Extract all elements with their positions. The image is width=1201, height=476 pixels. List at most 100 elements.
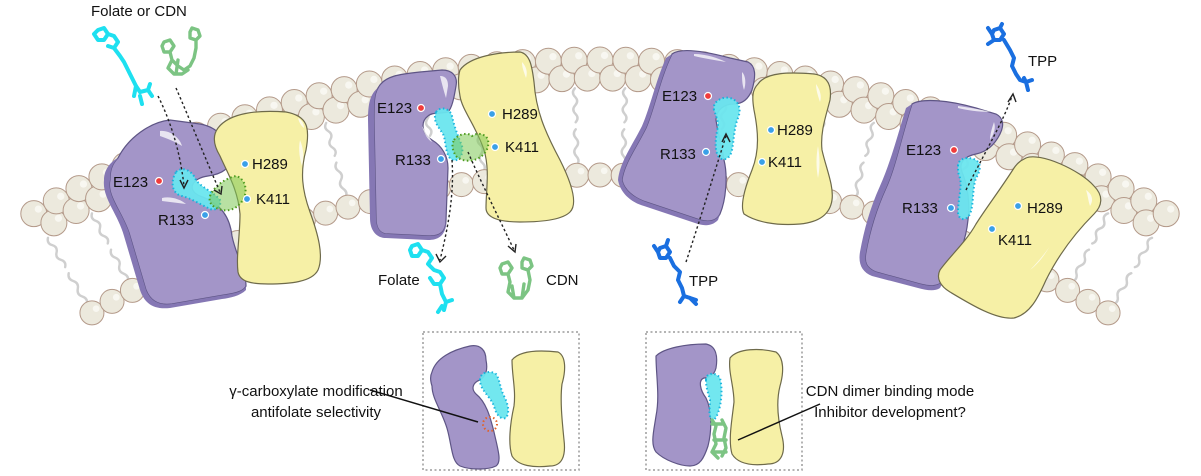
folate-molecule-top bbox=[92, 26, 154, 106]
lipid-head-outer-highlight bbox=[1028, 136, 1036, 144]
residue-label-h289-state-4: H289 bbox=[1027, 200, 1063, 217]
lipid-tail bbox=[67, 271, 89, 306]
domain-b-state-4 bbox=[937, 156, 1102, 319]
gamma-carboxylate-site bbox=[482, 416, 498, 432]
lipid-head-outer-highlight bbox=[320, 87, 328, 95]
cdn-molecule-released bbox=[498, 256, 534, 300]
ligand-label-folate-or-cdn: Folate or CDN bbox=[91, 3, 187, 20]
lipid-head-inner-highlight bbox=[112, 293, 120, 301]
residue-label-e123-state-2: E123 bbox=[377, 100, 412, 117]
inset-frame-antifolate bbox=[422, 331, 580, 471]
inset-note-line-1: γ-carboxylate modification bbox=[229, 383, 402, 400]
residue-label-h289-state-2: H289 bbox=[502, 106, 538, 123]
tpp-molecule-bottom bbox=[652, 238, 698, 306]
ligand-label-folate: Folate bbox=[378, 272, 420, 289]
lipid-head-outer-highlight bbox=[1052, 146, 1060, 155]
transporter-state-4: E123 R133 H289 K411 bbox=[859, 99, 1102, 319]
domain-b-state-3 bbox=[741, 72, 833, 226]
domain-a-state-3 bbox=[618, 49, 756, 226]
lipid-head-outer-highlight bbox=[1144, 192, 1152, 200]
lipid-head-outer-highlight bbox=[1004, 127, 1012, 135]
inset-frame-cdn-dimer bbox=[645, 331, 803, 471]
lipid-tail bbox=[572, 128, 580, 167]
cdn-dimer-molecule bbox=[710, 418, 728, 460]
residue-marker-r133-state-1 bbox=[200, 210, 210, 220]
lipid-tail bbox=[864, 121, 876, 158]
residue-label-k411-state-3: K411 bbox=[768, 154, 802, 171]
lipid-head-outer-highlight bbox=[370, 75, 378, 84]
inset-note-line-1: CDN dimer binding mode bbox=[806, 383, 974, 400]
arrowhead-tpp-exit bbox=[1007, 92, 1017, 103]
lipid-head-outer-highlight bbox=[1124, 202, 1133, 210]
ligand-label-tpp-top: TPP bbox=[1028, 53, 1057, 70]
inset-cdn-dimer: CDN dimer binding mode Inhibitor develop… bbox=[645, 331, 974, 471]
residue-marker-k411-state-3 bbox=[757, 157, 767, 167]
lipid-tail bbox=[1071, 248, 1091, 283]
lipid-head-outer bbox=[1152, 200, 1180, 228]
residue-label-r133-state-1: R133 bbox=[158, 212, 194, 229]
residue-marker-h289-state-1 bbox=[240, 159, 250, 169]
residue-label-r133-state-3: R133 bbox=[660, 146, 696, 163]
lipid-head-outer-highlight bbox=[881, 87, 890, 95]
lipid-head-inner-highlight bbox=[326, 205, 334, 213]
lipid-head-inner-highlight bbox=[133, 282, 140, 290]
lipid-tail bbox=[46, 236, 67, 269]
folate-pocket-inset-2 bbox=[704, 372, 723, 422]
lipid-head-outer-highlight bbox=[1121, 180, 1130, 188]
lipid-head-outer-highlight bbox=[780, 66, 789, 74]
arrow-tpp-exit bbox=[965, 95, 1013, 191]
lipid-head-outer-highlight bbox=[856, 81, 864, 89]
arrow-folate-release bbox=[439, 159, 454, 261]
lipid-head-outer-highlight bbox=[906, 94, 914, 102]
lipid-head-outer-highlight bbox=[312, 108, 320, 116]
lipid-head-outer-highlight bbox=[336, 101, 345, 110]
folate-pocket-inset-1 bbox=[478, 371, 510, 420]
lipid-tail bbox=[1133, 236, 1154, 269]
residue-marker-h289-state-2 bbox=[487, 109, 497, 119]
lipid-tail bbox=[90, 212, 110, 245]
inset-antifolate: γ-carboxylate modification antifolate se… bbox=[229, 331, 580, 471]
residue-marker-k411-state-1 bbox=[242, 194, 252, 204]
lipid-head-inner bbox=[1095, 300, 1121, 326]
arrowhead-cdn-entry bbox=[213, 185, 223, 196]
lipid-head-inner bbox=[335, 194, 361, 220]
residue-label-k411-state-1: K411 bbox=[256, 191, 290, 208]
residue-marker-h289-state-3 bbox=[766, 125, 776, 135]
lipid-tail bbox=[621, 87, 629, 124]
residue-label-k411-state-2: K411 bbox=[505, 139, 539, 156]
residue-marker-r133-state-3 bbox=[701, 147, 711, 157]
lipid-head-outer-highlight bbox=[626, 52, 634, 60]
flow-arrows bbox=[157, 87, 1017, 264]
residue-label-r133-state-4: R133 bbox=[902, 200, 938, 217]
residue-marker-r133-state-2 bbox=[436, 154, 446, 164]
lipid-head-inner-highlight bbox=[577, 167, 585, 175]
residue-label-r133-state-2: R133 bbox=[395, 152, 431, 169]
lipid-head-inner-highlight bbox=[600, 167, 608, 175]
residue-label-k411-state-4: K411 bbox=[998, 232, 1032, 249]
lipid-head-outer-highlight bbox=[295, 94, 303, 102]
transporter-state-3: E123 R133 H289 K411 bbox=[618, 49, 833, 226]
lipid-head-outer-highlight bbox=[361, 96, 369, 104]
ligand-label-cdn: CDN bbox=[546, 272, 579, 289]
cdn-pocket-state-2 bbox=[451, 132, 490, 162]
residue-label-e123-state-1: E123 bbox=[113, 174, 148, 191]
residue-marker-e123-state-1 bbox=[154, 176, 164, 186]
folate-pocket-state-3 bbox=[712, 96, 741, 161]
transporter-state-2: E123 R133 H289 K411 bbox=[368, 51, 575, 240]
lipid-tail bbox=[853, 161, 865, 199]
residue-label-e123-state-3: E123 bbox=[662, 88, 697, 105]
lipid-head-inner-highlight bbox=[1088, 293, 1096, 301]
residue-marker-k411-state-2 bbox=[490, 142, 500, 152]
lipid-head-inner-highlight bbox=[92, 305, 100, 313]
residue-label-e123-state-4: E123 bbox=[906, 142, 941, 159]
arrow-tpp-entry bbox=[685, 135, 727, 263]
lipid-head-outer-highlight bbox=[79, 180, 88, 188]
lipid-head-outer-highlight bbox=[1099, 168, 1107, 176]
residue-marker-r133-state-4 bbox=[946, 203, 956, 213]
lipid-head-outer-highlight bbox=[549, 52, 557, 61]
lipid-head-outer-highlight bbox=[1075, 157, 1084, 165]
leader-line-cdn-dimer bbox=[737, 403, 821, 441]
lipid-head-outer-highlight bbox=[54, 214, 63, 222]
lipid-head-outer-highlight bbox=[1102, 190, 1110, 198]
inset-note-line-2: Inhibitor development? bbox=[814, 404, 966, 421]
